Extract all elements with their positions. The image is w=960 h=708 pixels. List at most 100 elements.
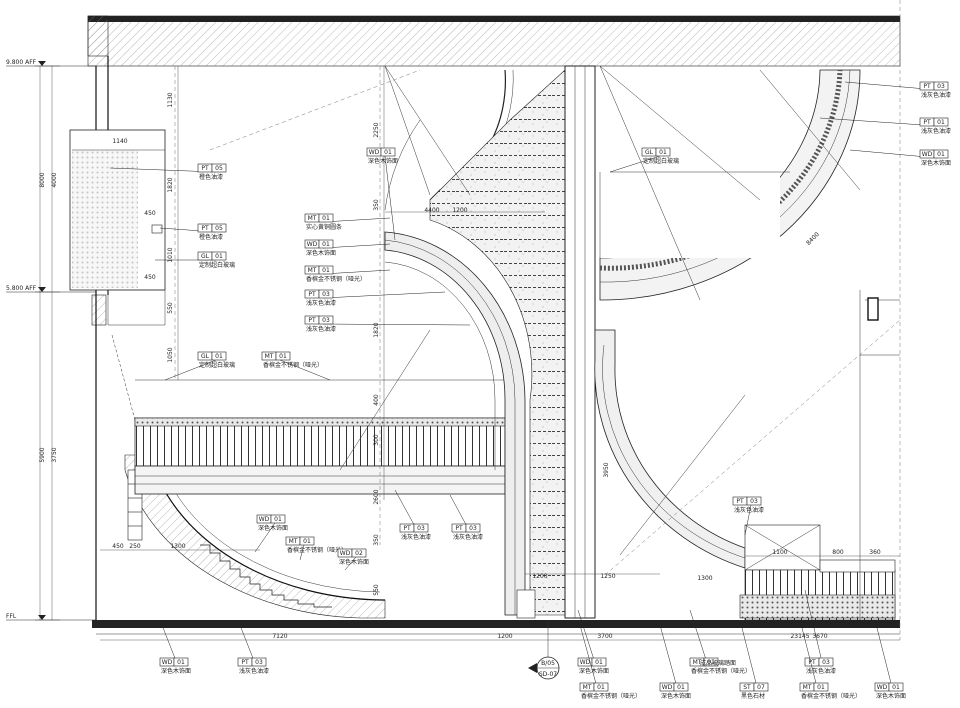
dimension-label: 1130 — [167, 92, 174, 107]
dimension-label: 1300 — [170, 543, 185, 550]
dimension-label: 1050 — [167, 347, 174, 362]
dimension-label: 7120 — [272, 633, 287, 640]
tag-code: MT — [583, 684, 592, 691]
tag-code: MT — [803, 684, 812, 691]
tag-number: 01 — [303, 538, 311, 545]
notes: 成品玻璃踏面 — [700, 659, 736, 667]
top-slab — [87, 15, 901, 67]
tag-number: 03 — [255, 659, 263, 666]
tag-description: 深色木饰面 — [339, 558, 369, 566]
tag-description: 浅灰色油漆 — [453, 533, 483, 541]
tag-number: 02 — [355, 550, 363, 557]
dimension-label: 450 — [144, 274, 156, 281]
tag-description: 香槟金不锈钢（哑光） — [287, 546, 347, 554]
dimension-label: 1300 — [697, 575, 712, 582]
section-mark-bottom: SD-07 — [539, 671, 557, 678]
dimension-label: 4400 — [424, 207, 439, 214]
tag-description: 香槟金不锈钢（哑光） — [581, 692, 641, 700]
tag-code: ST — [743, 684, 751, 691]
dimension-label: 2250 — [373, 122, 380, 137]
tag-code: PT — [808, 659, 816, 666]
level-label: FFL — [6, 613, 17, 620]
dimension-label: 350 — [373, 199, 380, 211]
dimension-label: 8000 — [39, 172, 46, 187]
tag-number: 03 — [750, 498, 758, 505]
tag-number: 03 — [322, 317, 330, 324]
tag-description: 定制超白玻璃 — [199, 261, 235, 269]
tag-code: MT — [265, 353, 274, 360]
right-lower-curved-stair — [594, 290, 900, 621]
roof-line — [88, 16, 900, 22]
tag-description: 橙色油漆 — [199, 173, 223, 181]
dimension-label: 8400 — [805, 231, 821, 247]
tag-code: MT — [289, 538, 298, 545]
tag-code: PT — [201, 165, 209, 172]
dimension-label: 1200 — [532, 573, 547, 580]
tag-number: 01 — [215, 253, 223, 260]
tag-number: 03 — [822, 659, 830, 666]
tag-number: 01 — [279, 353, 287, 360]
dimension-label: 1100 — [772, 549, 787, 556]
landing-balustrade — [134, 379, 506, 495]
right-upper-curved-stair — [599, 69, 861, 301]
dimension-label: 3750 — [51, 447, 58, 462]
note-text: 成品玻璃踏面 — [700, 659, 736, 667]
tag-description: 实心黄铜圆条 — [306, 223, 342, 231]
dimension-label: 1140 — [112, 138, 127, 145]
dimension-label: 1820 — [167, 177, 174, 192]
left-wall-stub — [91, 294, 107, 326]
tag-code: PT — [308, 317, 316, 324]
tag-code: GL — [201, 253, 210, 260]
tag-number: 01 — [597, 684, 605, 691]
dimension-label: 550 — [167, 302, 174, 314]
upper-window — [69, 129, 166, 326]
dimension-label: 23145 — [790, 633, 809, 640]
floor-slab — [92, 620, 900, 628]
tag-description: 浅灰色油漆 — [239, 667, 269, 675]
tag-code: WD — [307, 241, 318, 248]
tag-number: 01 — [595, 659, 603, 666]
tag-code: MT — [308, 215, 317, 222]
level-marker: 5.800 AFF — [6, 285, 96, 293]
tag-description: 深色木饰面 — [161, 667, 191, 675]
tag-description: 香槟金不锈钢（哑光） — [306, 275, 366, 283]
tag-code: WD — [580, 659, 591, 666]
tag-code: WD — [162, 659, 173, 666]
tag-code: WD — [340, 550, 351, 557]
tag-number: 01 — [215, 353, 223, 360]
tag-description: 定制超白玻璃 — [199, 361, 235, 369]
tag-code: WD — [877, 684, 888, 691]
tag-description: 浅灰色油漆 — [401, 533, 431, 541]
tag-number: 03 — [937, 83, 945, 90]
dimension-label: 3950 — [603, 462, 610, 477]
tag-number: 01 — [937, 119, 945, 126]
tag-code: WD — [662, 684, 673, 691]
tag-code: PT — [455, 525, 463, 532]
dimension-label: 4000 — [51, 172, 58, 187]
dimension-label: 1250 — [600, 573, 615, 580]
stair-treads — [200, 544, 332, 608]
dimension-label: 350 — [373, 534, 380, 546]
dimension-label: 300 — [373, 434, 380, 446]
tag-number: 05 — [215, 225, 223, 232]
